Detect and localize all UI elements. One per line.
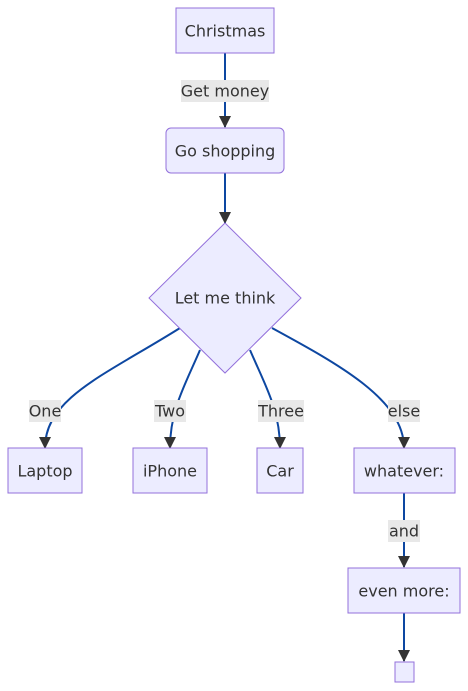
edge-label-get-money-text: Get money — [181, 82, 269, 101]
node-empty[interactable] — [394, 661, 415, 683]
edge-label-three-text: Three — [257, 402, 304, 421]
edge-label-else-text: else — [388, 402, 420, 421]
node-whatever-label: whatever: — [364, 462, 444, 481]
node-christmas-label: Christmas — [185, 22, 266, 41]
edge-decision-to-whatever — [271, 327, 410, 449]
edge-decision-to-laptop — [39, 327, 181, 449]
node-go-shopping[interactable]: Go shopping — [165, 127, 285, 174]
edge-label-and-text: and — [389, 522, 419, 541]
node-car[interactable]: Car — [256, 447, 304, 494]
node-iphone-label: iPhone — [143, 462, 197, 481]
edge-label-one-text: One — [29, 402, 62, 421]
edge-label-one: One — [29, 400, 62, 422]
node-laptop[interactable]: Laptop — [7, 447, 83, 494]
edge-decision-to-iphone — [164, 349, 201, 449]
edges — [39, 53, 410, 662]
edge-labels: Get money One Two Three else and — [29, 80, 420, 542]
node-whatever[interactable]: whatever: — [353, 447, 456, 494]
edge-label-two: Two — [154, 400, 186, 422]
edge-decision-to-car — [249, 349, 286, 449]
node-even-more-label: even more: — [358, 582, 449, 601]
edge-label-get-money: Get money — [181, 80, 269, 102]
node-even-more[interactable]: even more: — [347, 567, 461, 614]
nodes: Christmas Go shopping Let me think Lapto… — [7, 7, 461, 683]
edge-label-two-text: Two — [154, 402, 185, 421]
edge-label-and: and — [388, 520, 420, 542]
node-decision[interactable]: Let me think — [148, 222, 302, 374]
node-go-shopping-label: Go shopping — [175, 142, 276, 161]
node-christmas[interactable]: Christmas — [175, 7, 275, 54]
edge-label-three: Three — [257, 400, 304, 422]
node-car-label: Car — [266, 462, 294, 481]
node-decision-label: Let me think — [175, 289, 276, 308]
edge-label-else: else — [388, 400, 420, 422]
node-laptop-label: Laptop — [17, 462, 72, 481]
node-iphone[interactable]: iPhone — [132, 447, 208, 494]
